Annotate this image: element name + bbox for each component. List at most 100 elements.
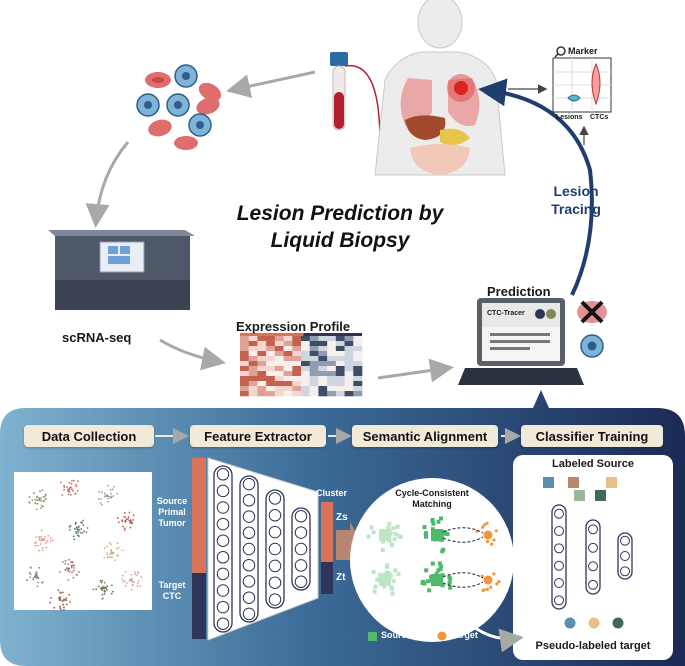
heatmap-cell [274,391,284,397]
tsne-point [68,481,71,484]
tsne-point [70,561,72,563]
blood-cells-icon [136,64,222,150]
tsne-point [38,538,41,541]
tsne-point [72,535,75,538]
tsne-point [62,561,64,563]
tsne-point [77,534,79,537]
tsne-point [71,479,73,482]
classifier-node [588,524,598,535]
encoder-node [294,559,308,572]
legend-target-swatch [437,631,447,641]
heatmap-cell [344,381,354,387]
heatmap-cell [335,381,345,387]
matching-source-faded [371,570,376,575]
tsne-point [59,596,61,599]
encoder-trapezoid [207,457,319,641]
matching-centroid-faded [379,529,391,541]
tsne-point [128,511,131,514]
heatmap-cell [353,361,363,367]
tsne-point [123,516,126,518]
tsne-scatter [26,479,143,611]
heatmap-cell [274,381,284,387]
matching-source-point [424,568,429,573]
heatmap-cell [327,386,337,392]
heatmap-cell [240,351,250,357]
heatmap-cell [292,361,302,367]
step-feature-extractor: Feature Extractor [190,425,326,447]
ctcs-label: CTCs [590,114,609,121]
encoder-node [242,558,256,572]
tsne-point [39,490,41,493]
tsne-point [67,579,70,581]
tsne-point [65,597,67,599]
matching-source-faded [391,526,396,531]
tsne-point [34,502,37,505]
heatmap-cell [318,391,328,397]
heatmap-cell [283,376,293,382]
tsne-point [75,526,78,528]
heatmap-cell [292,376,302,382]
tsne-point [34,499,36,501]
tsne-point [103,556,106,559]
heatmap-cell [240,366,250,372]
human-body-icon [374,0,506,176]
heatmap-cell [257,376,267,382]
tsne-point [44,535,46,538]
tsne-point [130,588,133,591]
tsne-point [75,530,77,533]
matching-source-faded [385,570,390,575]
heatmap-cell [292,391,302,397]
matching-source-point [425,579,430,584]
heatmap-cell [309,346,319,352]
tsne-point [86,527,89,529]
encoder-node [294,575,308,589]
heatmap-cell [266,341,276,347]
tsne-point [63,488,65,491]
heatmap-cell [301,391,311,397]
heatmap-cell [309,351,319,357]
heatmap-cell [318,366,328,372]
heatmap-cell [344,351,354,357]
heatmap-cell [335,346,345,352]
heatmap-cell [283,386,293,392]
heatmap-cell [240,341,250,347]
heatmap-cell [283,361,293,367]
heatmap-cell [335,336,345,342]
heatmap-cell [344,341,354,347]
heatmap-cell [318,371,328,377]
encoder-node [216,600,230,614]
tsne-point [72,569,75,572]
tsne-point [59,607,62,610]
heatmap-cell [353,371,363,377]
tsne-point [68,570,71,573]
heatmap-cell [292,366,302,372]
tsne-point [49,601,51,604]
heatmap-cell [335,386,345,392]
heatmap-cell [240,346,250,352]
tsne-point [39,499,41,502]
tsne-point [98,498,100,500]
heatmap-cell [257,371,267,377]
heatmap-cell [283,366,293,372]
tsne-point [59,605,61,608]
heatmap-cell [353,356,363,362]
heatmap-cell [240,336,250,342]
pseudo-label-dot [588,617,600,629]
encoder-node [268,593,282,606]
tsne-point [29,573,32,575]
tsne-point [106,552,109,554]
tsne-point [40,500,43,502]
heatmap-cell [309,366,319,372]
heatmap-cell [274,386,284,392]
tsne-point [132,581,135,584]
encoder-node [294,509,308,523]
tsne-point [75,483,77,486]
tsne-point [38,566,41,569]
tsne-point [110,496,112,499]
tsne-point [49,540,52,542]
matching-target-point [481,525,485,529]
tsne-point [106,589,108,591]
heatmap-cell [274,361,284,367]
tsne-point [103,492,106,495]
tsne-point [61,600,64,602]
